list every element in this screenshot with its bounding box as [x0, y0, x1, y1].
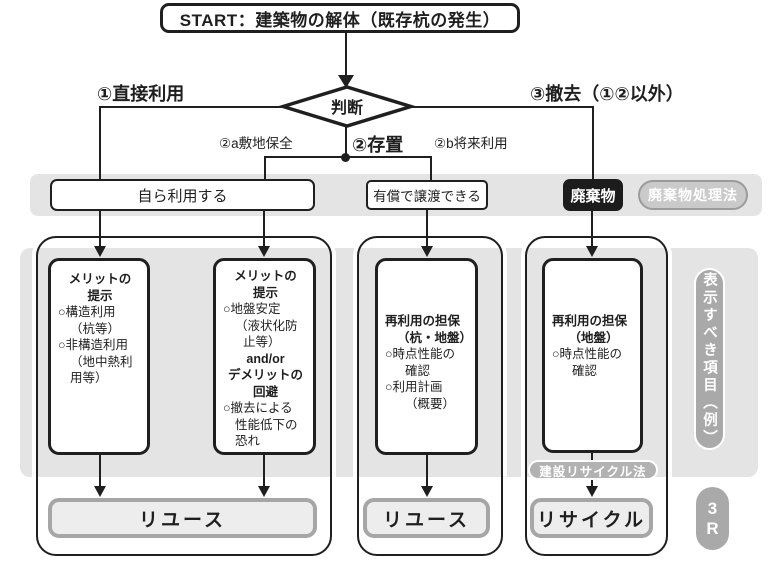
column-container-removal: [525, 236, 668, 556]
self-use-node: 自ら利用する: [50, 179, 315, 211]
flow-line: [410, 106, 594, 108]
flow-line: [99, 210, 101, 252]
flow-line: [591, 210, 593, 252]
decision-label: 判断: [330, 100, 363, 117]
flow-line: [430, 156, 432, 182]
flow-line: [99, 455, 101, 491]
paid-transfer-node: 有償で譲渡できる: [366, 180, 488, 210]
column-container-direct-use: [36, 236, 332, 556]
outcome-reuse-mid-label: リユース: [382, 509, 471, 531]
reuse-guarantee-ground-box: 再利用の担保 （地盤） ○時点性能の 確認: [542, 258, 643, 453]
branch-label-leave-in-place: ②存置: [352, 135, 404, 155]
flow-arrowhead: [94, 246, 106, 257]
flow-line: [345, 125, 347, 159]
flow-line: [263, 455, 265, 491]
branch-label-direct-use: ①直接利用: [97, 84, 185, 104]
recycle-law-badge: 建設リサイクル法: [528, 460, 658, 480]
flow-arrowhead: [586, 246, 598, 257]
flow-line: [592, 106, 594, 180]
flow-arrowhead: [421, 486, 433, 497]
merit-box-structural: メリットの 提示 ○構造利用 （杭等） ○非構造利用 （地中熱利 用等）: [48, 258, 150, 455]
branch-label-site-preservation: ②a敷地保全: [219, 136, 293, 151]
flow-arrowhead: [338, 75, 354, 88]
column-container-transfer: [357, 236, 503, 556]
waste-law-badge: 廃棄物処理法: [638, 180, 748, 210]
flow-arrowhead: [258, 246, 270, 257]
flow-arrowhead: [258, 486, 270, 497]
flow-line: [99, 106, 101, 180]
recycle-law-label: 建設リサイクル法: [539, 464, 647, 479]
waste-label: 廃棄物: [570, 187, 616, 205]
flow-line: [99, 106, 283, 108]
branch-label-future-use: ②b将来利用: [434, 136, 508, 151]
decision-diamond: [278, 85, 416, 128]
outcome-reuse-left: リユース: [48, 498, 317, 538]
three-r-badge: 3 R: [696, 487, 729, 550]
paid-transfer-label: 有償で譲渡できる: [373, 189, 481, 204]
outcome-reuse-mid: リユース: [363, 498, 490, 538]
flow-line: [426, 209, 428, 252]
start-node: START：建築物の解体（既存杭の発生）: [160, 3, 520, 33]
branch-label-removal: ③撤去（①②以外）: [530, 84, 684, 104]
flow-line: [264, 156, 266, 182]
three-r-line1: 3: [707, 498, 718, 518]
flow-arrowhead: [586, 486, 598, 497]
flow-line: [345, 31, 347, 78]
flow-line: [264, 156, 432, 158]
flow-line: [263, 210, 265, 252]
outcome-recycle-label: リサイクル: [536, 509, 647, 531]
flow-arrowhead: [94, 486, 106, 497]
start-label: START：建築物の解体（既存杭の発生）: [179, 10, 501, 30]
side-items-label: 表示すべき項目（例）: [701, 271, 717, 447]
waste-law-label: 廃棄物処理法: [648, 187, 738, 203]
waste-node: 廃棄物: [563, 179, 623, 211]
three-r-line2: R: [706, 518, 719, 538]
outcome-recycle: リサイクル: [530, 498, 653, 538]
side-items-badge: 表示すべき項目（例）: [694, 268, 725, 450]
reuse-guarantee-pile-ground-box: 再利用の担保 （杭・地盤） ○時点性能の 確認 ○利用計画 （概要）: [375, 258, 478, 455]
merit-demerit-box: メリットの 提示 ○地盤安定 （液状化防 止等） and/or デメリットの 回…: [213, 258, 316, 455]
flow-arrowhead: [421, 246, 433, 257]
self-use-label: 自ら利用する: [137, 187, 228, 205]
flow-line: [426, 455, 428, 491]
outcome-reuse-left-label: リユース: [138, 509, 227, 531]
